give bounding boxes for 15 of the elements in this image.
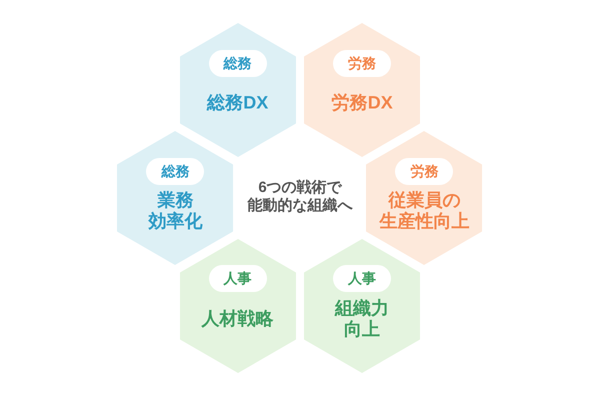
strategy-title: 従業員の生産性向上 xyxy=(379,190,470,232)
category-pill: 人事 xyxy=(208,265,267,292)
hexagon-panel xyxy=(304,23,420,158)
category-pill: 人事 xyxy=(333,265,392,292)
strategy-title: 業務効率化 xyxy=(148,190,202,232)
strategy-title: 総務DX xyxy=(207,92,268,114)
hexagon-panel xyxy=(180,238,296,373)
hexagon-panel xyxy=(180,23,296,158)
strategy-title: 人材戦略 xyxy=(202,308,274,330)
tagline: 6つの戦術で能動的な組織へ xyxy=(248,179,352,215)
strategy-title: 労務DX xyxy=(332,92,393,114)
hexagon-panel xyxy=(366,131,483,265)
hexagon-panel xyxy=(304,238,420,373)
strategy-title: 組織力向上 xyxy=(335,298,390,340)
hexagon-panel xyxy=(117,131,234,265)
